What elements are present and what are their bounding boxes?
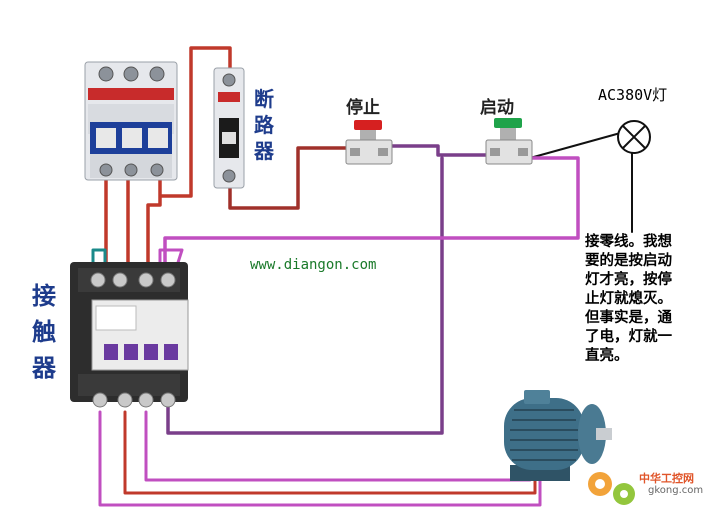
wire-motor-u <box>98 410 542 507</box>
stop-button <box>345 120 393 165</box>
contactor <box>70 262 189 408</box>
lamp-cross-icon <box>617 120 651 154</box>
wire-stop-to-start <box>386 144 490 157</box>
contactor-label-char-2: 触 <box>32 318 56 346</box>
website-text: www.diangon.com <box>250 257 377 273</box>
breaker-label-char-2: 路 <box>254 113 274 137</box>
note-line-6: 了电，灯就一 <box>585 328 672 345</box>
wire-control-up <box>159 46 232 198</box>
contactor-label: 接 触 器 <box>32 278 56 386</box>
wire-motor-v <box>123 410 537 495</box>
wire-coil <box>163 156 580 264</box>
wire-coil-loop <box>158 248 184 274</box>
note-line-2: 要的是按启动 <box>585 252 672 269</box>
note-line-4: 止灯就熄灭。 <box>585 290 672 307</box>
three-pole-breaker <box>84 61 178 181</box>
breaker-label-char-1: 断 <box>254 87 274 111</box>
note-line-3: 灯才亮，按停 <box>585 271 672 288</box>
watermark-cn: 中华工控网 <box>639 472 694 485</box>
gear-logo-icon <box>588 472 635 505</box>
breaker-label-char-3: 器 <box>254 139 274 163</box>
wire-l3 <box>146 176 162 274</box>
watermark-en: gkong.com <box>648 485 704 496</box>
wire-self-hold <box>166 156 444 435</box>
breaker-label: 断 路 器 <box>254 86 274 164</box>
wire-to-lamp <box>529 131 625 159</box>
annotation-note: 接零线。我想 要的是按启动 灯才亮，按停 止灯就熄灭。 但事实是，通 了电，灯就… <box>585 232 717 365</box>
single-pole-breaker <box>213 67 245 189</box>
note-line-5: 但事实是，通 <box>585 309 672 326</box>
wires <box>91 46 633 507</box>
contactor-label-char-1: 接 <box>32 282 56 310</box>
start-button-label: 启动 <box>480 98 514 118</box>
stop-button-label: 停止 <box>346 98 380 118</box>
contactor-label-char-3: 器 <box>32 354 56 382</box>
motor <box>504 390 612 481</box>
lamp-label: AC380V灯 <box>598 86 668 104</box>
wire-teal <box>91 248 107 272</box>
note-line-1: 接零线。我想 <box>585 233 672 250</box>
wire-to-stop <box>228 146 352 210</box>
wire-motor-w <box>144 410 532 482</box>
start-button <box>485 118 533 165</box>
note-line-7: 直亮。 <box>585 347 629 364</box>
